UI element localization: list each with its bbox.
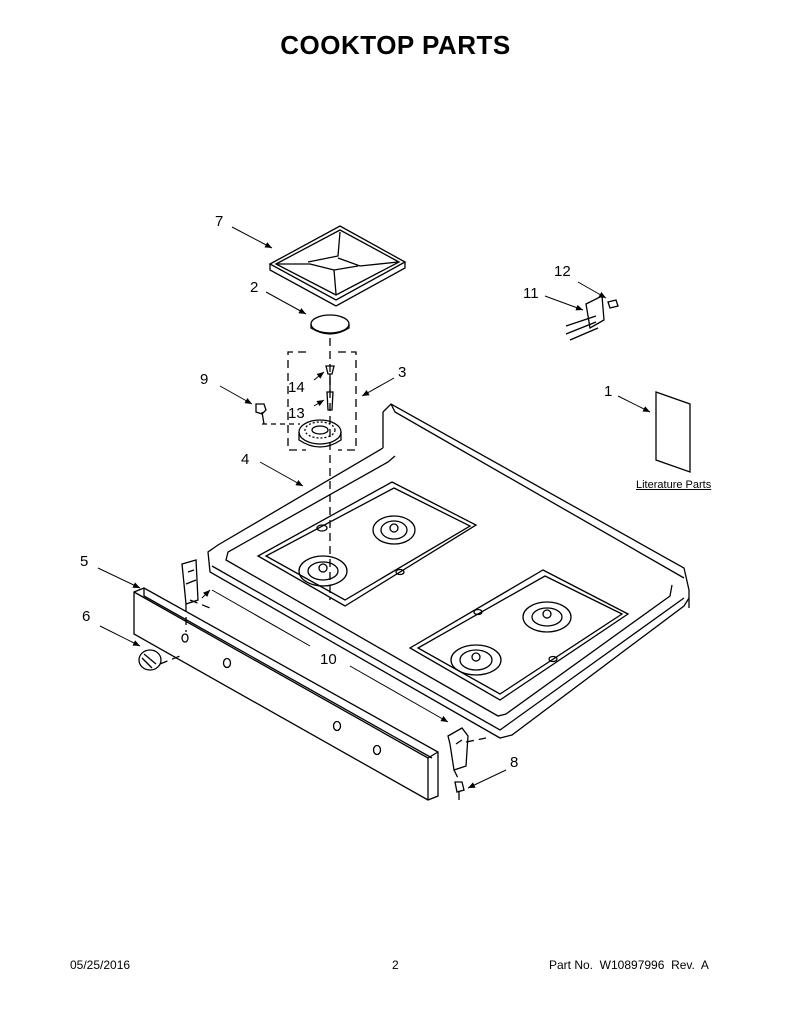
igniter-electrode — [325, 365, 335, 411]
burner-base — [298, 419, 342, 448]
callout-12: 12 — [554, 263, 571, 280]
burner-grate — [268, 225, 407, 307]
callout-2: 2 — [250, 279, 259, 296]
literature-parts-label: Literature Parts — [636, 479, 712, 491]
page-title: COOKTOP PARTS — [280, 30, 511, 60]
assembly-lines — [159, 599, 487, 781]
callout-14: 14 — [288, 379, 305, 396]
literature-booklet — [655, 391, 691, 473]
callout-leaders — [97, 226, 651, 789]
manifold-panel — [133, 587, 439, 801]
callout-5: 5 — [80, 553, 89, 570]
left-bracket — [181, 559, 199, 605]
burner-cap — [310, 314, 350, 335]
callout-6: 6 — [82, 608, 91, 625]
burner-screw — [255, 403, 300, 425]
burner-assembly-group — [287, 338, 357, 600]
callout-9: 9 — [200, 371, 209, 388]
wire-terminal — [565, 294, 619, 341]
callout-11: 11 — [523, 285, 539, 302]
right-bracket — [447, 727, 469, 771]
callout-10: 10 — [320, 651, 337, 668]
callout-4: 4 — [241, 451, 250, 468]
callout-1: 1 — [604, 383, 613, 400]
callout-7: 7 — [215, 213, 224, 230]
callout-3: 3 — [398, 364, 407, 381]
footer-page-number: 2 — [392, 958, 399, 972]
control-knob — [138, 649, 162, 671]
callout-8: 8 — [510, 754, 519, 771]
cooktop-main-top — [207, 403, 690, 739]
footer-date: 05/25/2016 — [70, 958, 131, 972]
bracket-screw — [454, 781, 465, 800]
callout-13: 13 — [288, 405, 305, 422]
footer-part-number: Part No. W10897996 Rev. A — [549, 958, 709, 972]
